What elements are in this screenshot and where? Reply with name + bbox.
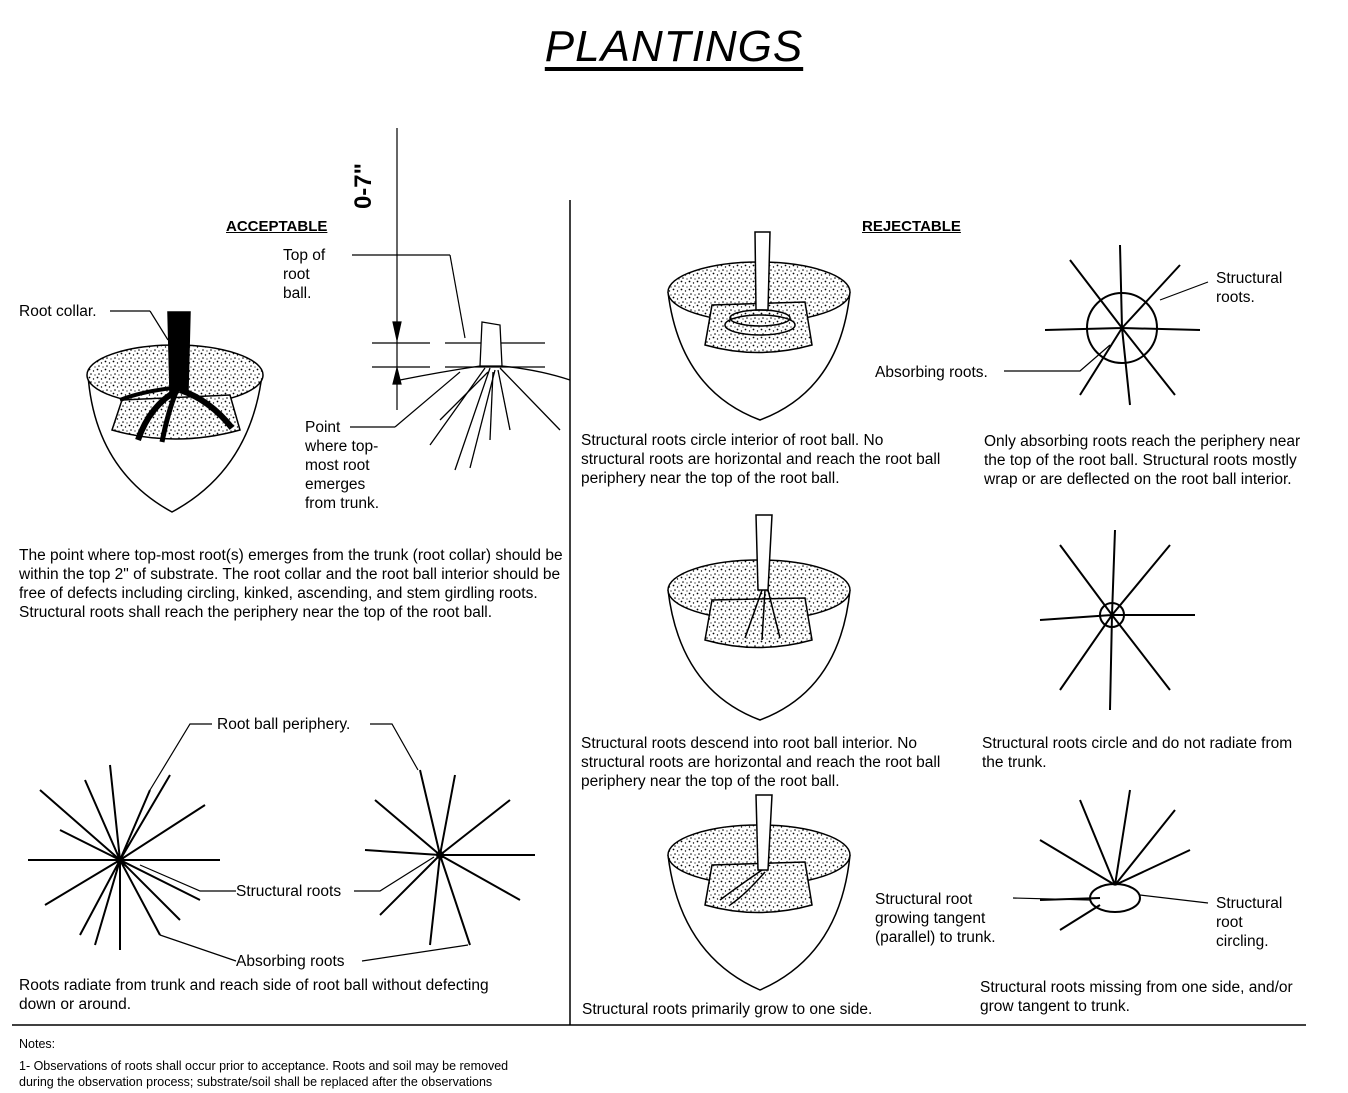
tangent-root-label: Structural root growing tangent (paralle… (875, 890, 996, 947)
absorbing-roots-label: Absorbing roots (236, 952, 345, 971)
structural-roots-label-2: Structural roots. (1216, 269, 1282, 307)
circling-root-label: Structural root circling. (1216, 894, 1282, 951)
reject-caption-2: Only absorbing roots reach the periphery… (984, 432, 1314, 489)
reject-pot-3 (668, 795, 850, 990)
notes-heading: Notes: (19, 1036, 55, 1052)
plan-leader-lines (140, 724, 468, 961)
plan-caption: Roots radiate from trunk and reach side … (19, 976, 509, 1014)
trunk-side-view (400, 322, 570, 470)
reject-leader-lines (1004, 282, 1208, 903)
notes-line-2: during the observation process; substrat… (19, 1074, 492, 1090)
acceptable-plan-left (28, 765, 220, 950)
reject-plan-1 (1045, 245, 1200, 405)
acceptable-description: The point where top-most root(s) emerges… (19, 546, 564, 622)
reject-caption-5: Structural roots primarily grow to one s… (582, 1000, 962, 1019)
point-where-label: Point where top- most root emerges from … (305, 418, 379, 513)
acceptable-root-ball (87, 312, 263, 512)
root-collar-label: Root collar. (19, 302, 97, 321)
structural-roots-label: Structural roots (236, 882, 341, 901)
reject-caption-3: Structural roots descend into root ball … (581, 734, 961, 791)
periphery-label: Root ball periphery. (217, 715, 350, 734)
dimension-lines (350, 128, 545, 427)
reject-caption-4: Structural roots circle and do not radia… (982, 734, 1312, 772)
absorbing-roots-label-2: Absorbing roots. (875, 363, 988, 382)
reject-plan-2 (1040, 530, 1195, 710)
top-of-root-ball-label: Top of root ball. (283, 246, 325, 303)
reject-caption-1: Structural roots circle interior of root… (581, 431, 941, 488)
reject-plan-3 (1040, 790, 1190, 930)
notes-line-1: 1- Observations of roots shall occur pri… (19, 1058, 508, 1074)
acceptable-plan-right (365, 770, 535, 945)
reject-caption-6: Structural roots missing from one side, … (980, 978, 1300, 1016)
reject-pot-1 (668, 232, 850, 420)
reject-pot-2 (668, 515, 850, 720)
